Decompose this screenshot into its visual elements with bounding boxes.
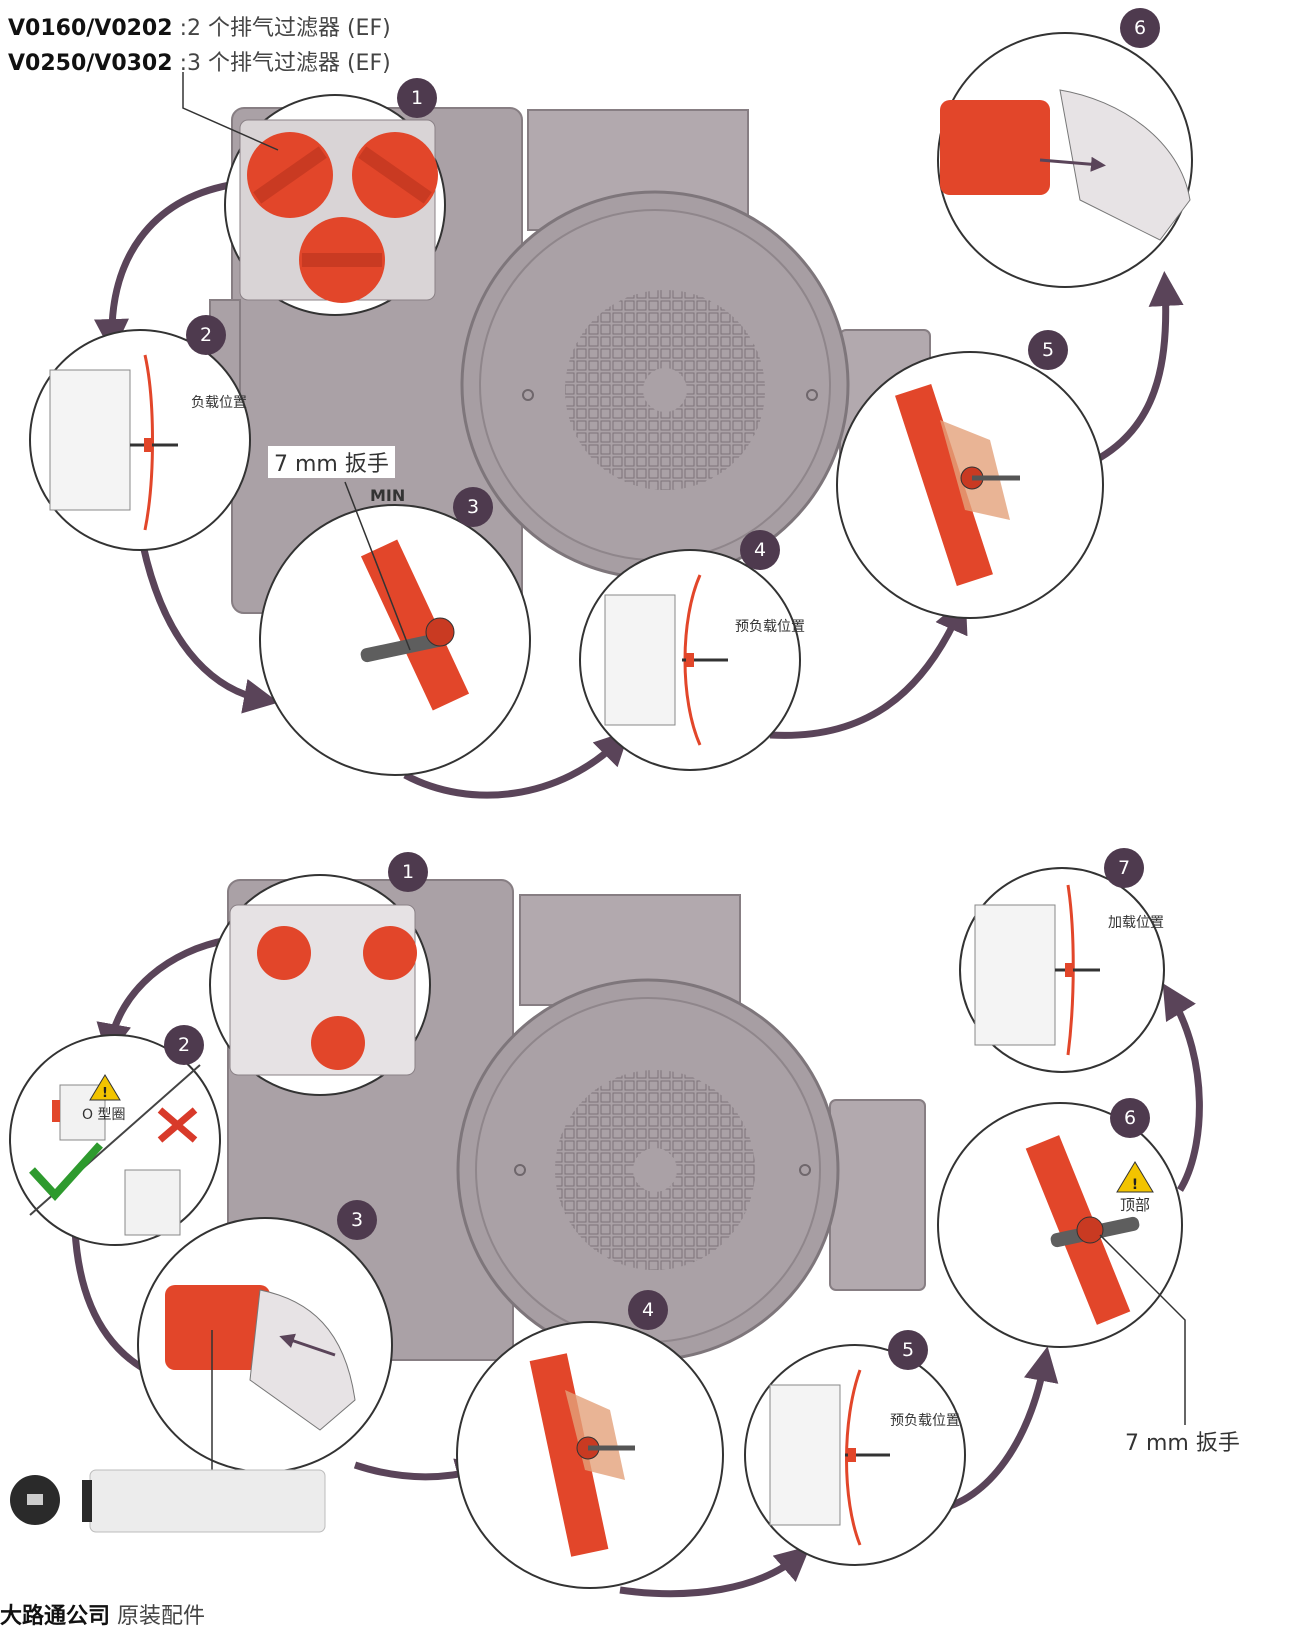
header-line-2: V0250/V0302 :3 个排气过滤器 (EF) <box>8 45 391 77</box>
step-badge-4: 4 <box>740 530 780 570</box>
step-7-circle-bottom <box>960 868 1164 1072</box>
footer-brand: 大路通公司 <box>0 1604 110 1629</box>
step-6-circle <box>938 33 1192 287</box>
label-min: MIN <box>370 486 405 505</box>
header-desc-1: :2 个排气过滤器 (EF) <box>180 16 391 41</box>
step-badge-b4: 4 <box>628 1290 668 1330</box>
footer-text: 原装配件 <box>117 1604 205 1629</box>
svg-text:!: ! <box>1132 1177 1138 1193</box>
step-badge-b7: 7 <box>1104 848 1144 888</box>
step-1-circle <box>225 95 445 315</box>
step-badge-5: 5 <box>1028 330 1068 370</box>
step-badge-6: 6 <box>1120 8 1160 48</box>
step-2-circle <box>30 330 250 550</box>
header-models-2: V0250/V0302 <box>8 51 173 76</box>
step-3-circle-bottom <box>138 1218 392 1472</box>
header-line-1: V0160/V0202 :2 个排气过滤器 (EF) <box>8 10 391 42</box>
step-badge-1: 1 <box>397 78 437 118</box>
label-wrench-top: 7 mm 扳手 <box>268 446 395 478</box>
label-oring: O 型圈 <box>82 1104 125 1124</box>
label-preload-position-bottom: 预负载位置 <box>890 1410 960 1430</box>
step-5-circle <box>837 352 1103 618</box>
step-1-circle-bottom <box>210 875 430 1095</box>
step-badge-b3: 3 <box>337 1200 377 1240</box>
step-badge-3: 3 <box>453 487 493 527</box>
step-badge-b5: 5 <box>888 1330 928 1370</box>
step-4-circle <box>580 550 800 770</box>
step-2-circle-bottom: ! <box>10 1035 220 1245</box>
header-models-1: V0160/V0202 <box>8 16 173 41</box>
step-5-circle-bottom <box>745 1345 965 1565</box>
header-desc-2: :3 个排气过滤器 (EF) <box>180 51 391 76</box>
label-wrench-bottom: 7 mm 扳手 <box>1125 1425 1240 1457</box>
footer-caption: 大路通公司 原装配件 <box>0 1598 205 1630</box>
step-badge-2: 2 <box>186 315 226 355</box>
label-load-position-bottom: 加载位置 <box>1108 912 1164 932</box>
svg-text:!: ! <box>102 1086 108 1101</box>
label-preload-position-top: 预负载位置 <box>735 616 805 636</box>
step-badge-b1: 1 <box>388 852 428 892</box>
filter-product-icon <box>90 1470 325 1532</box>
label-load-position: 负载位置 <box>191 392 247 412</box>
step-4-circle-bottom <box>457 1322 723 1588</box>
step-6-circle-bottom: ! <box>938 1103 1185 1425</box>
step-badge-b6: 6 <box>1110 1098 1150 1138</box>
label-top: 顶部 <box>1120 1194 1150 1215</box>
step-badge-b2: 2 <box>164 1025 204 1065</box>
